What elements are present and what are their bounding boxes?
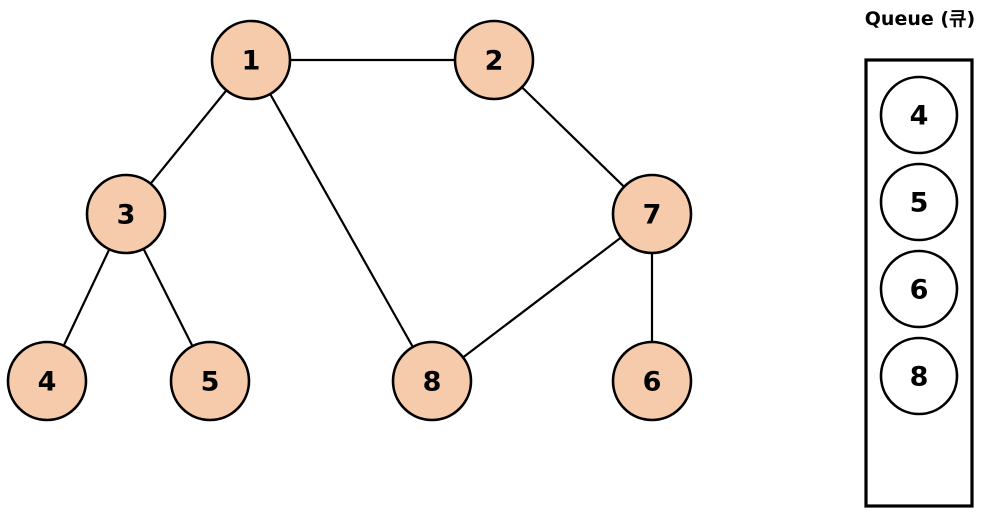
graph-node-circle-1[interactable] — [210, 19, 292, 101]
queue-item-label-5: 5 — [910, 188, 929, 219]
graph-node-4[interactable]: 4 — [6, 340, 88, 422]
queue-item-4[interactable]: 4 — [879, 75, 959, 155]
graph-node-1[interactable]: 1 — [210, 19, 292, 101]
graph-node-label-7: 7 — [643, 200, 662, 231]
graph-node-2[interactable]: 2 — [453, 19, 535, 101]
graph-node-label-6: 6 — [643, 367, 662, 398]
graph-node-circle-4[interactable] — [6, 340, 88, 422]
graph-node-circle-5[interactable] — [169, 340, 251, 422]
graph-node-circle-3[interactable] — [85, 173, 167, 255]
queue-item-8[interactable]: 8 — [879, 336, 959, 416]
graph-node-5[interactable]: 5 — [169, 340, 251, 422]
queue-item-circle-5[interactable] — [879, 162, 959, 242]
graph-edge-1-8 — [250, 59, 433, 382]
queue-item-circle-4[interactable] — [879, 75, 959, 155]
queue-layer: 4 5 6 8 — [864, 58, 974, 508]
graph-node-circle-7[interactable] — [611, 173, 693, 255]
graph-node-label-4: 4 — [38, 367, 57, 398]
queue-title: Queue (큐) — [864, 8, 976, 30]
graph-node-8[interactable]: 8 — [391, 340, 473, 422]
queue-item-6[interactable]: 6 — [879, 249, 959, 329]
graph-node-7[interactable]: 7 — [611, 173, 693, 255]
graph-node-label-3: 3 — [117, 200, 136, 231]
nodes-layer: 1 2 3 7 4 5 8 6 — [6, 19, 693, 422]
queue-item-5[interactable]: 5 — [879, 162, 959, 242]
graph-node-label-8: 8 — [423, 367, 442, 398]
queue-item-label-6: 6 — [910, 275, 929, 306]
queue-item-circle-6[interactable] — [879, 249, 959, 329]
queue-item-label-4: 4 — [910, 101, 929, 132]
graph-node-circle-8[interactable] — [391, 340, 473, 422]
graph-node-label-1: 1 — [242, 46, 261, 77]
queue-item-circle-8[interactable] — [879, 336, 959, 416]
graph-node-label-5: 5 — [201, 367, 220, 398]
queue-item-label-8: 8 — [910, 362, 929, 393]
graph-node-label-2: 2 — [485, 46, 504, 77]
graph-node-circle-6[interactable] — [611, 340, 693, 422]
graph-node-6[interactable]: 6 — [611, 340, 693, 422]
graph-node-3[interactable]: 3 — [85, 173, 167, 255]
graph-edge-7-8 — [431, 213, 653, 382]
graph-node-circle-2[interactable] — [453, 19, 535, 101]
